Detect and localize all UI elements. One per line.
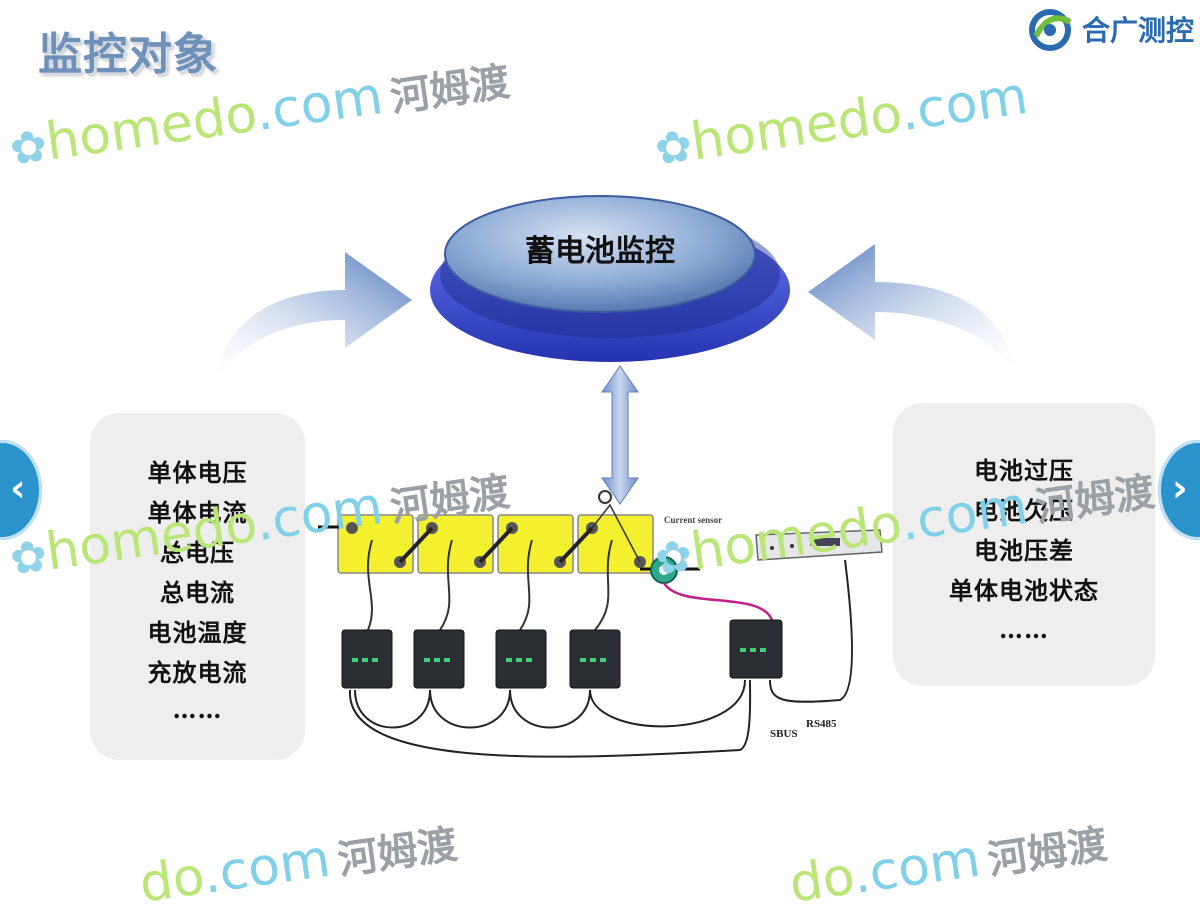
right-alarm-items-panel: 电池过压 电池欠压 电池压差 单体电池状态 …… — [893, 403, 1155, 686]
right-item: 电池过压 — [974, 456, 1074, 485]
left-curved-arrow — [215, 252, 412, 380]
left-item: 总电压 — [160, 538, 235, 567]
right-curved-arrow — [808, 244, 1015, 372]
chevron-left-icon: ‹ — [10, 466, 26, 510]
logo-mark-icon — [1028, 9, 1072, 51]
right-item: 电池压差 — [974, 536, 1074, 565]
hub-label: 蓄电池监控 — [525, 234, 675, 269]
left-item: 电池温度 — [147, 618, 248, 647]
current-sensor-label: Current sensor — [664, 515, 722, 525]
right-item: …… — [999, 615, 1049, 644]
left-item: …… — [172, 695, 223, 724]
right-item: 单体电池状态 — [949, 576, 1099, 605]
page-title: 监控对象 — [38, 29, 218, 80]
controller-unit — [755, 529, 883, 561]
right-item: 电池欠压 — [974, 496, 1074, 525]
left-item: 总电流 — [160, 578, 235, 607]
logo-text: 合广测控 — [1081, 14, 1194, 47]
current-sensor — [650, 556, 678, 584]
rs485-label: RS485 — [806, 718, 837, 730]
left-item: 单体电流 — [147, 498, 248, 527]
monitor-modules — [341, 619, 783, 689]
sbus-label: SBUS — [770, 728, 798, 740]
left-monitor-items-panel: 单体电压 单体电流 总电压 总电流 电池温度 充放电流 …… — [90, 413, 305, 760]
hub-disc — [430, 195, 790, 362]
brand-logo: 合广测控 — [1026, 6, 1194, 52]
left-item: 充放电流 — [147, 658, 248, 687]
vertical-double-arrow — [601, 365, 639, 505]
battery-string — [318, 490, 700, 574]
left-item: 单体电压 — [147, 458, 248, 487]
chevron-right-icon: › — [1172, 466, 1188, 510]
